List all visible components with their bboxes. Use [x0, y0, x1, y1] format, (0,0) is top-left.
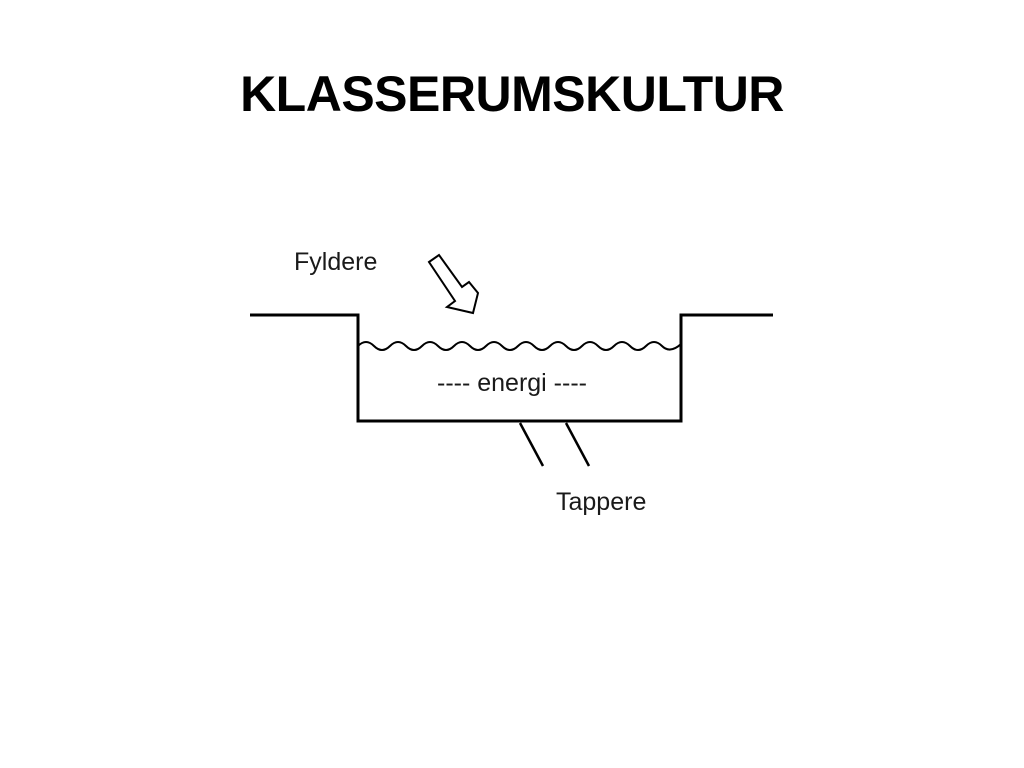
- drain-line-right: [564, 422, 591, 467]
- drain-label: Tappere: [556, 488, 646, 516]
- water-surface: [357, 341, 682, 351]
- fill-label: Fyldere: [294, 248, 377, 276]
- content-label: ---- energi ----: [437, 369, 587, 397]
- drain-line-left: [518, 422, 545, 467]
- fill-arrow-icon: [427, 253, 480, 315]
- slide-title: KLASSERUMSKULTUR: [240, 66, 784, 122]
- basin-outline: [250, 313, 773, 423]
